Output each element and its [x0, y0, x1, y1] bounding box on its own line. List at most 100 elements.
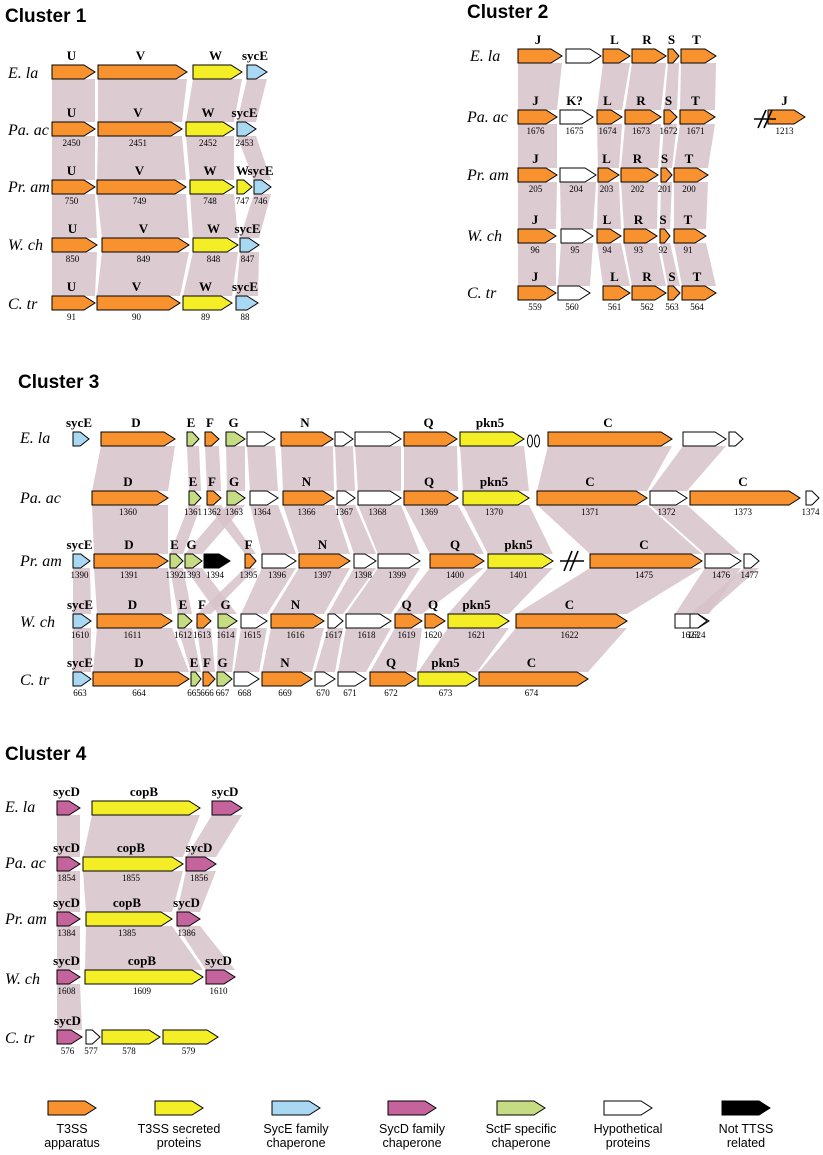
gene-arrow [314, 671, 336, 687]
gene-locus-number: 1390 [71, 570, 90, 580]
gene-arrow [689, 490, 801, 506]
c3-gene-hypothetical [334, 431, 354, 447]
gene-arrow [536, 490, 648, 506]
c4-organism-e-la: E. la [4, 799, 35, 816]
gene-arrow [235, 295, 259, 311]
gene-arrow [298, 553, 351, 569]
legend-label: SctF specific [486, 1122, 557, 1136]
gene-name: sycD [53, 784, 80, 799]
c4-gene-hypothetical-577: 577 [84, 1029, 101, 1056]
gene-name: T [691, 93, 700, 108]
c3-gene-nottss-1394: 1394 [203, 553, 231, 580]
gene-locus-number: 1386 [178, 928, 197, 938]
gene-arrow [597, 167, 620, 183]
gene-name: V [139, 221, 149, 236]
c4-gene-sycd: sycD [53, 784, 81, 816]
gene-name: N [300, 415, 310, 430]
gene-arrow [91, 800, 201, 816]
gene-arrow [547, 431, 673, 447]
cluster-2-title: Cluster 2 [467, 2, 548, 23]
gene-arrow [334, 431, 354, 447]
gene-locus-number: 1384 [58, 928, 77, 938]
c3-gene-hypothetical-1399: 1399 [377, 553, 421, 580]
c3-gene-hypothetical-668: 668 [233, 671, 260, 698]
gene-arrow [51, 179, 96, 195]
gene-name: copB [113, 895, 142, 910]
gene-locus-number: 1613 [193, 630, 212, 640]
c3-link-e-row1 [187, 446, 201, 491]
gene-locus-number: 1621 [468, 630, 486, 640]
c3-link-g-row1 [226, 446, 245, 491]
c4-link-sycd-row2 [57, 871, 80, 912]
gene-locus-number: 1361 [184, 507, 202, 517]
gene-name: sycD [53, 895, 80, 910]
gene-arrow [357, 490, 402, 506]
gene-name: Q [450, 537, 460, 552]
gene-arrow [211, 800, 243, 816]
gene-locus-number: 848 [207, 254, 221, 264]
break-symbol-cluster-3 [560, 550, 584, 572]
gene-name: sycE [232, 279, 258, 294]
legend-label: SycD family [379, 1122, 446, 1136]
gene-arrow [236, 179, 253, 195]
gene-name: J [532, 269, 539, 284]
gene-locus-number: 1617 [325, 630, 344, 640]
gene-arrow [82, 856, 184, 872]
gene-arrow [596, 109, 623, 125]
c2-link-j-row3 [518, 182, 557, 229]
gene-locus-number: 1674 [599, 126, 618, 136]
c2-gene-s-92: S92 [659, 212, 671, 255]
c3-link-hypothetical-row1 [335, 446, 355, 491]
gene-name: F [245, 537, 253, 552]
legend-swatch [47, 1100, 97, 1116]
gene-name: F [203, 655, 211, 670]
c4-gene-sycd-1384: sycD 1384 [53, 895, 81, 938]
gene-arrow [743, 553, 760, 569]
c2-link-j-row4 [518, 243, 556, 286]
legend-label: Not TTSS [719, 1122, 774, 1136]
gene-locus-number: 746 [254, 196, 268, 206]
gene-arrow [72, 613, 92, 629]
c2-organism-pr-am: Pr. am [466, 167, 509, 184]
c3-link-q-row1 [404, 446, 458, 491]
gene-locus-number: 1400 [446, 570, 465, 580]
cluster-1-title: Cluster 1 [5, 6, 87, 27]
gene-arrow [203, 553, 231, 569]
gene-arrow [336, 490, 356, 506]
gene-locus-number: 200 [682, 184, 696, 194]
c4-gene-copb: copB [91, 784, 201, 816]
cluster-3-title: Cluster 3 [18, 372, 99, 393]
gene-locus-number: 562 [640, 302, 654, 312]
gene-locus-number: 1856 [190, 873, 209, 883]
gene-arrow [394, 613, 423, 629]
legend-swatch [387, 1100, 437, 1116]
c3-link-f-row4 [197, 628, 215, 672]
gene-arrow [602, 48, 631, 64]
gene-locus-number: 1610 [210, 986, 229, 996]
gene-locus-number: 847 [241, 254, 255, 264]
gene-locus-number: 576 [61, 1046, 75, 1056]
gene-locus-number: 203 [600, 184, 614, 194]
gene-arrow [673, 167, 709, 183]
c2-link-r-row4 [624, 243, 666, 286]
c3-gene-q-1400: Q 1400 [429, 537, 485, 580]
c3-gene-hypothetical [246, 431, 276, 447]
gene-arrow [97, 64, 188, 80]
gene-name: J [532, 212, 539, 227]
gene-arrow [56, 800, 81, 816]
c1-link-u-row4 [52, 252, 97, 296]
